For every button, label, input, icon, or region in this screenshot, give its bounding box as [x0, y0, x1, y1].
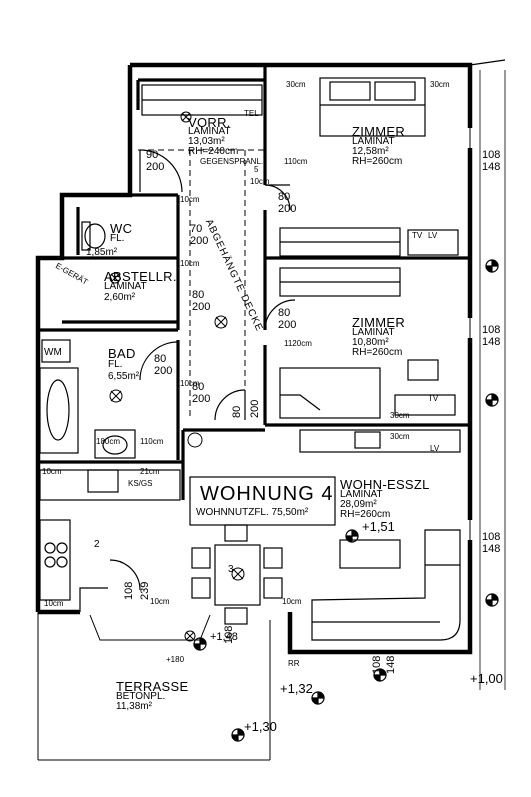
- dim-r2-108: 108: [482, 324, 501, 336]
- level-100: +1,00: [470, 671, 503, 686]
- dim-vorr-200: 200: [146, 161, 165, 173]
- cm-ab-10: 10cm: [180, 259, 200, 268]
- cm-wohn-10: 10cm: [282, 597, 302, 606]
- room-area-vorraum: 13,03m²: [188, 136, 225, 147]
- dim-ab-80: 80: [192, 289, 205, 301]
- note-tv-2: TV: [428, 394, 439, 403]
- dim-r3-148: 148: [482, 543, 501, 555]
- room-name-wohn: WOHN-ESSZL: [340, 477, 430, 492]
- note-3: 3: [228, 564, 234, 575]
- room-name-vorraum: VORR.: [188, 115, 231, 130]
- room-name-terrasse: TERRASSE: [116, 679, 189, 694]
- note-lv-2: LV: [430, 444, 440, 453]
- level-132: +1,32: [280, 681, 313, 696]
- exterior-hatch: [479, 70, 506, 690]
- room-floor-abstell: LAMINAT: [104, 281, 147, 292]
- room-area-zimmer1: 12,58m²: [352, 146, 389, 157]
- note-wm: WM: [44, 347, 62, 358]
- room-height-zimmer2: RH=260cm: [352, 347, 403, 358]
- room-floor-zimmer2: LAMINAT: [352, 327, 395, 338]
- cm-wohn-30: 30cm: [390, 432, 410, 441]
- cm-vorr-10: 10cm: [250, 177, 270, 186]
- cm-wc-10: 10cm: [180, 195, 200, 204]
- cm-bad-180: 180cm: [96, 437, 121, 446]
- room-height-wohn: RH=260cm: [340, 509, 391, 520]
- cm-bad-10: 10cm: [180, 379, 200, 388]
- room-name-abstell: ABSTELLR.: [104, 269, 177, 284]
- note-tel: TEL: [244, 109, 259, 118]
- dim-bad-200: 200: [154, 365, 173, 377]
- dim-r3-108: 108: [482, 531, 501, 543]
- room-name-wc: WC: [110, 221, 133, 236]
- room-area-terrasse: 11,38m²: [116, 701, 152, 712]
- room-name-zimmer2: ZIMMER: [352, 315, 406, 330]
- dim-r1-148: 148: [482, 161, 501, 173]
- room-area-abstell: 2,60m²: [104, 292, 136, 303]
- outer-walls: [35, 62, 473, 655]
- level-130: +1,30: [244, 719, 277, 734]
- room-area-zimmer2: 10,80m²: [352, 337, 389, 348]
- level-wohn: +1,51: [362, 519, 395, 534]
- dim-r1-108: 108: [482, 149, 501, 161]
- level-180: +180: [166, 655, 185, 664]
- room-floor-bad: FL.: [108, 359, 123, 370]
- dim-bot-148: 148: [385, 655, 397, 674]
- room-area-wohn: 28,09m²: [340, 499, 377, 510]
- dim-z1-80: 80: [278, 191, 291, 203]
- cm-z1-110: 110cm: [284, 157, 308, 166]
- note-tv-1: TV: [412, 231, 423, 240]
- room-floor-vorraum: LAMINAT: [188, 126, 231, 137]
- dim-living-200: 200: [249, 399, 261, 418]
- note-lv-1: LV: [428, 231, 438, 240]
- dim-terr-108: 108: [123, 581, 135, 600]
- room-floor-wc: FL.: [110, 233, 125, 244]
- cm-bad-110: 110cm: [140, 437, 164, 446]
- dim-z2-200: 200: [278, 319, 297, 331]
- room-height-vorraum: RH=240cm: [188, 146, 239, 157]
- dim-ab-200: 200: [192, 301, 211, 313]
- level-terr-148: +1,48: [210, 631, 238, 643]
- dim-bot-108: 108: [371, 655, 383, 674]
- dim-z2-80: 80: [278, 307, 291, 319]
- cm-z2-1120: 1120cm: [284, 339, 312, 348]
- dim-living-80: 80: [231, 405, 243, 418]
- dim-wc-70: 70: [190, 223, 203, 235]
- cm-z2-30: 30cm: [390, 411, 410, 420]
- room-floor-zimmer1: LAMINAT: [352, 136, 395, 147]
- room-name-bad: BAD: [108, 346, 136, 361]
- note-rr: RR: [288, 659, 300, 668]
- unit-title: WOHNUNG 4: [200, 483, 334, 505]
- note-ks-gs: KS/GS: [128, 479, 153, 488]
- dim-vorr-90: 90: [146, 149, 159, 161]
- room-name-zimmer1: ZIMMER: [352, 124, 406, 139]
- cm-z1-30b: 30cm: [430, 80, 450, 89]
- cm-z1-30a: 30cm: [286, 80, 306, 89]
- cm-terr-10: 10cm: [150, 597, 170, 606]
- room-area-bad: 6,55m²: [108, 371, 140, 382]
- unit-area-label: WOHNNUTZFL. 75,50m²: [196, 507, 309, 518]
- cm-kitch-21: 21cm: [140, 467, 160, 476]
- cm-kitch-10: 10cm: [42, 467, 62, 476]
- room-floor-terrasse: BETONPL.: [116, 691, 166, 702]
- note-gegensprech: GEGENSPRANL.: [200, 157, 264, 166]
- dim-bad-80: 80: [154, 353, 167, 365]
- room-height-zimmer1: RH=260cm: [352, 156, 403, 167]
- dim-hall-200: 200: [192, 393, 211, 405]
- interior-walls: [38, 65, 470, 500]
- room-floor-wohn: LAMINAT: [340, 489, 383, 500]
- dim-wc-200: 200: [190, 235, 209, 247]
- note-2: 2: [94, 539, 100, 550]
- dim-r2-148: 148: [482, 336, 501, 348]
- dim-z1-200: 200: [278, 203, 297, 215]
- note-5: 5: [254, 165, 259, 174]
- cm-kitch-10b: 10cm: [44, 599, 64, 608]
- room-area-wc: 1,85m²: [86, 247, 118, 258]
- dim-hall-80: 80: [192, 381, 205, 393]
- level-markers: [193, 259, 499, 742]
